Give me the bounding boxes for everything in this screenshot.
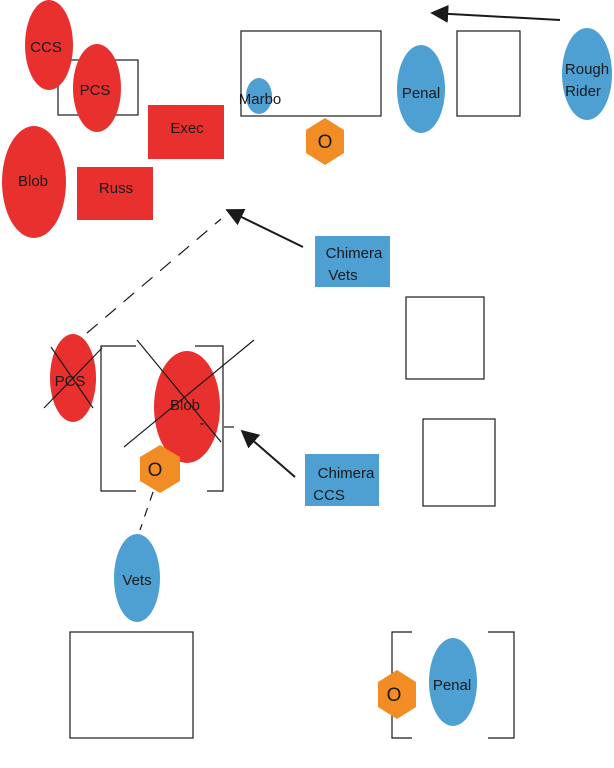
unit-marbo-label: Marbo [239, 91, 282, 108]
unit-blob-mid-label: Blob [170, 397, 200, 414]
unit-blob-top [2, 126, 66, 238]
dashed-path-objective-to-vets [139, 491, 154, 531]
objective-marker-mid-label: O [148, 460, 163, 481]
objective-marker-bottom-label: O [387, 685, 402, 706]
terrain-bracket-mid-left [100, 345, 136, 492]
unit-marbo [246, 78, 272, 114]
dashed-path-pcs-to-chimera-target [86, 218, 222, 334]
unit-exec-label: Exec [170, 120, 204, 137]
arrow-rough-rider-move [430, 4, 561, 23]
unit-pcs-top-label: PCS [80, 82, 111, 99]
unit-rough-rider-label-line2: Rider [565, 83, 601, 100]
cross-pcs-mid-b [43, 347, 103, 409]
unit-ccs-top [25, 0, 73, 90]
unit-chimera-vets [315, 236, 390, 287]
cross-blob-mid-a [136, 339, 222, 443]
terrain-box-vets [69, 631, 194, 739]
unit-vets-label: Vets [122, 572, 151, 589]
unit-penal-top-label: Penal [402, 85, 440, 102]
unit-pcs-top [73, 44, 121, 132]
unit-blob-mid-mark: - [200, 415, 205, 432]
unit-exec [148, 105, 224, 159]
unit-vets [114, 534, 160, 622]
arrow-chimera-ccs-move [240, 429, 296, 478]
terrain-box-penal-top [456, 30, 521, 117]
unit-chimera-vets-label-line2: Vets [328, 267, 357, 284]
cross-blob-mid-b [123, 339, 255, 448]
unit-chimera-ccs-label-line2: CCS [313, 487, 345, 504]
unit-ccs-top-label: CCS [30, 39, 62, 56]
unit-penal-bottom [429, 638, 477, 726]
arrow-chimera-vets-move [225, 208, 304, 248]
terrain-box-mid-right-2 [422, 418, 496, 507]
terrain-bracket-mid-right [195, 345, 224, 492]
unit-russ-label: Russ [99, 180, 133, 197]
unit-blob-top-label: Blob [18, 173, 48, 190]
objective-marker-top-label: O [318, 132, 333, 153]
terrain-box-mid-right-1 [405, 296, 485, 380]
unit-chimera-vets-label-line1: Chimera [326, 245, 383, 262]
terrain-bracket-bottom-right [488, 631, 515, 739]
terrain-box-marbo [240, 30, 382, 117]
objective-marker-bottom [378, 670, 416, 719]
unit-rough-rider [562, 28, 612, 120]
unit-chimera-ccs [305, 454, 379, 506]
unit-blob-mid [154, 351, 220, 463]
cross-pcs-mid-a [50, 346, 94, 409]
unit-penal-top [397, 45, 445, 133]
objective-marker-mid [140, 445, 180, 493]
unit-chimera-ccs-label-line1: Chimera [318, 465, 375, 482]
unit-rough-rider-label-line1: Rough [565, 61, 609, 78]
unit-russ [77, 167, 153, 220]
unit-penal-bottom-label: Penal [433, 677, 471, 694]
objective-marker-top [306, 118, 344, 165]
